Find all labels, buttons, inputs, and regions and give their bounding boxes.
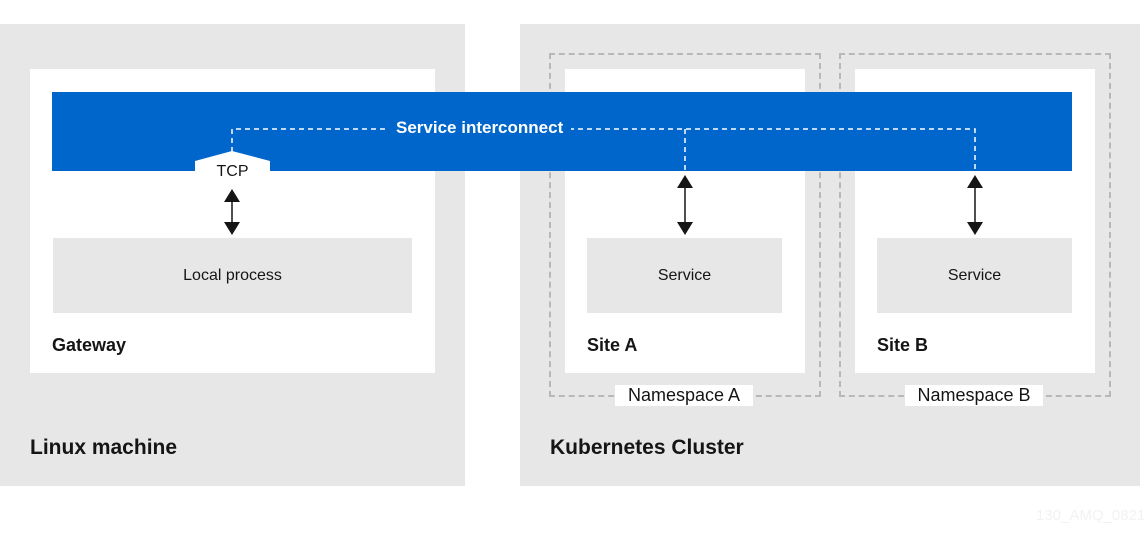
- interconnect-dashed-lines: [231, 128, 976, 171]
- service-a-box: Service: [587, 238, 782, 313]
- gateway-process-arrow: [224, 189, 240, 235]
- local-process-box: Local process: [53, 238, 412, 313]
- tcp-tab: [195, 151, 270, 186]
- service-interconnect-label: Service interconnect: [388, 118, 572, 138]
- site-b-service-arrow: [967, 175, 983, 235]
- service-b-box: Service: [877, 238, 1072, 313]
- linux-machine-label: Linux machine: [30, 436, 178, 459]
- tcp-label: TCP: [216, 163, 249, 180]
- gateway-label: Gateway: [52, 335, 127, 355]
- kubernetes-cluster-label: Kubernetes Cluster: [550, 436, 744, 459]
- site-b-label: Site B: [877, 335, 929, 355]
- namespace-a-label: Namespace A: [615, 385, 753, 406]
- site-a-service-arrow: [677, 175, 693, 235]
- namespace-b-label: Namespace B: [905, 385, 1043, 406]
- figure-id-watermark: 130_AMQ_0821: [1036, 507, 1145, 524]
- site-a-label: Site A: [587, 335, 638, 355]
